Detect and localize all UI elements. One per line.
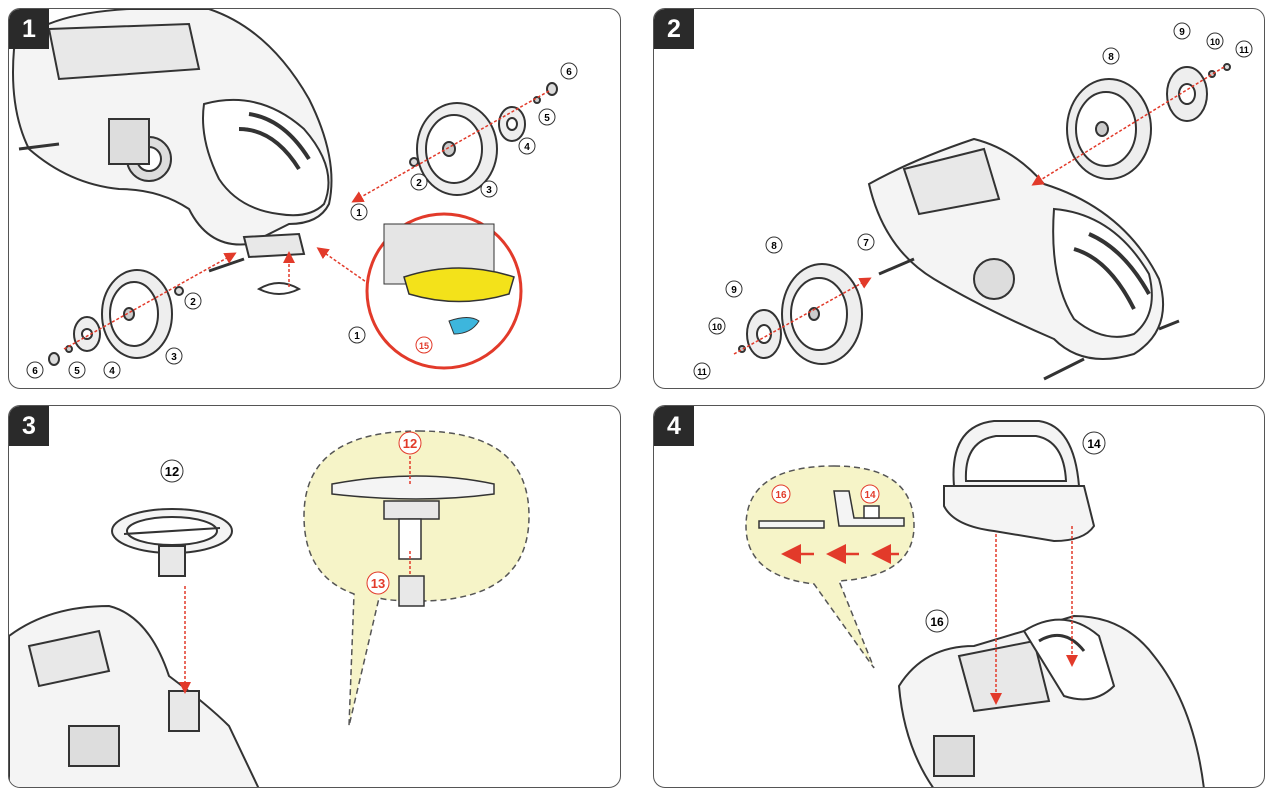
svg-text:11: 11 <box>697 367 707 377</box>
zoom-detail-circle <box>365 212 523 370</box>
callout-10b: 10 <box>708 317 726 335</box>
svg-text:11: 11 <box>1239 45 1249 55</box>
callout-11b: 11 <box>693 362 711 380</box>
callout-16-detail: 16 <box>771 484 791 504</box>
step-number: 2 <box>654 9 694 49</box>
callout-14: 14 <box>1082 431 1106 455</box>
callout-9b: 9 <box>725 280 743 298</box>
callout-15: 15 <box>415 336 433 354</box>
seat <box>943 420 1096 543</box>
callout-8a: 8 <box>1102 47 1120 65</box>
wheel-bottom <box>738 257 915 365</box>
svg-text:6: 6 <box>566 67 572 78</box>
svg-text:8: 8 <box>1108 52 1114 63</box>
step-2-panel: 8 9 10 11 7 8 9 10 11 2 <box>653 8 1265 389</box>
detail-bubble <box>745 465 915 669</box>
step-number: 3 <box>9 406 49 446</box>
callout-10a: 10 <box>1206 32 1224 50</box>
svg-text:2: 2 <box>190 297 196 308</box>
svg-text:1: 1 <box>354 331 360 342</box>
callout-16: 16 <box>925 609 949 633</box>
svg-text:2: 2 <box>416 178 422 189</box>
tractor-body <box>897 614 1205 787</box>
assembly-arrows <box>63 90 550 350</box>
svg-text:16: 16 <box>775 490 787 501</box>
callout-3a: 3 <box>480 180 498 198</box>
callout-4a: 4 <box>518 137 536 155</box>
callout-9a: 9 <box>1173 22 1191 40</box>
step-4-diagram: 14 16 16 14 <box>745 420 1205 787</box>
svg-text:4: 4 <box>109 366 115 377</box>
svg-text:14: 14 <box>864 490 876 501</box>
callout-12-detail: 12 <box>398 431 422 455</box>
svg-text:12: 12 <box>165 464 179 479</box>
step-3-panel: 12 12 13 3 <box>8 405 621 788</box>
callout-labels: 8 9 10 11 7 8 9 10 11 <box>693 22 1253 380</box>
svg-text:10: 10 <box>712 322 722 332</box>
callout-5b: 5 <box>68 361 86 379</box>
callout-11a: 11 <box>1235 40 1253 58</box>
callout-1b: 1 <box>348 326 366 344</box>
callout-14-detail: 14 <box>860 484 880 504</box>
callout-8b: 8 <box>765 236 783 254</box>
svg-text:6: 6 <box>32 366 38 377</box>
svg-text:12: 12 <box>403 436 417 451</box>
svg-text:15: 15 <box>419 341 429 351</box>
svg-text:9: 9 <box>1179 27 1185 38</box>
svg-text:9: 9 <box>731 285 737 296</box>
callout-1a: 1 <box>350 203 368 221</box>
callout-labels: 12 12 13 <box>160 431 422 595</box>
callout-6b: 6 <box>26 361 44 379</box>
wheel-right <box>409 82 558 196</box>
step-3-diagram: 12 12 13 <box>9 430 530 787</box>
assembly-arrows <box>990 526 1078 705</box>
tractor-body <box>12 9 333 273</box>
svg-text:3: 3 <box>486 185 492 196</box>
steering-wheel <box>111 508 233 577</box>
callout-labels: 14 16 16 14 <box>771 431 1106 633</box>
svg-text:3: 3 <box>171 352 177 363</box>
wheel-top <box>1066 63 1231 180</box>
callout-12: 12 <box>160 459 184 483</box>
callout-3b: 3 <box>165 347 183 365</box>
detail-bubble <box>303 430 530 727</box>
svg-text:5: 5 <box>74 366 80 377</box>
svg-text:1: 1 <box>356 208 362 219</box>
svg-text:8: 8 <box>771 241 777 252</box>
step-number: 1 <box>9 9 49 49</box>
svg-text:5: 5 <box>544 113 550 124</box>
svg-text:14: 14 <box>1087 437 1101 451</box>
callout-13-detail: 13 <box>366 571 390 595</box>
callout-2b: 2 <box>184 292 202 310</box>
svg-text:4: 4 <box>524 142 530 153</box>
callout-7: 7 <box>857 233 875 251</box>
callout-5a: 5 <box>538 108 556 126</box>
callout-2a: 2 <box>410 173 428 191</box>
svg-text:10: 10 <box>1210 37 1220 47</box>
step-number: 4 <box>654 406 694 446</box>
tractor-body <box>9 604 260 787</box>
assembly-arrows <box>733 66 1225 355</box>
step-1-diagram: 1 2 3 4 5 6 2 3 4 5 6 1 15 <box>12 9 578 379</box>
svg-text:16: 16 <box>930 615 944 629</box>
step-2-diagram: 8 9 10 11 7 8 9 10 11 <box>693 22 1253 381</box>
step-4-panel: 14 16 16 14 4 <box>653 405 1265 788</box>
svg-text:13: 13 <box>371 576 385 591</box>
svg-text:7: 7 <box>863 238 869 249</box>
callout-6a: 6 <box>560 62 578 80</box>
step-1-panel: 1 2 3 4 5 6 2 3 4 5 6 1 15 1 <box>8 8 621 389</box>
callout-labels: 1 2 3 4 5 6 2 3 4 5 6 1 15 <box>26 62 578 379</box>
callout-4b: 4 <box>103 361 121 379</box>
tractor-body <box>867 137 1180 381</box>
